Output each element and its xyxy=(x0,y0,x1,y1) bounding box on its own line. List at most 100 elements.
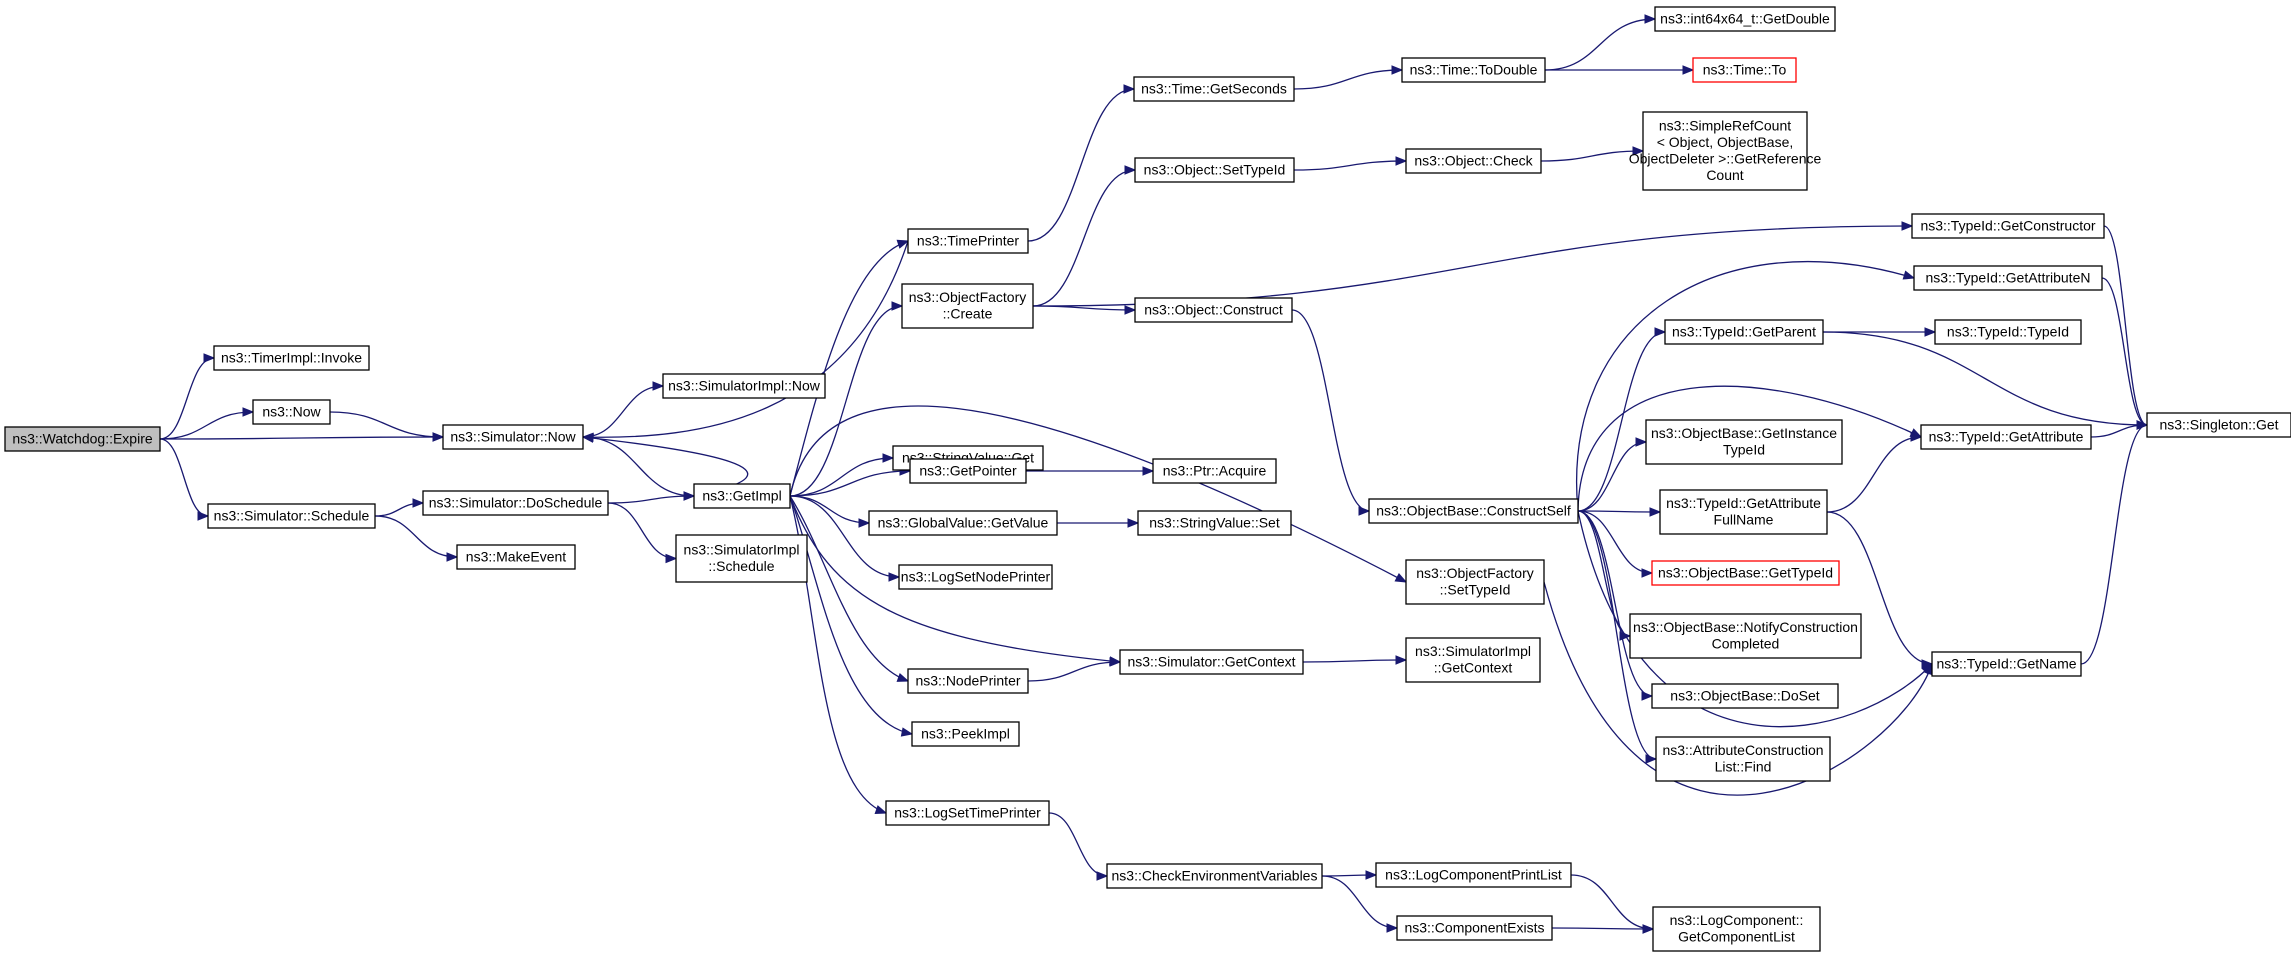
graph-node-typeid_getattribute[interactable]: ns3::TypeId::GetAttribute xyxy=(1920,424,2092,450)
node-box xyxy=(456,544,576,570)
graph-node-logcomponentprintlist[interactable]: ns3::LogComponentPrintList xyxy=(1375,862,1572,888)
node-label: ns3::Time::ToDouble xyxy=(1410,61,1538,77)
arrowhead-time_todouble-to-int64x64_getdouble xyxy=(1644,14,1657,24)
graph-node-object_construct[interactable]: ns3::Object::Construct xyxy=(1134,297,1293,323)
call-edge-objectbase_constructself-to-typeid_getparent xyxy=(1577,331,1666,512)
call-edge-simulator_now-to-simulatorimpl_now xyxy=(582,385,664,438)
graph-node-simulator_doschedule[interactable]: ns3::Simulator::DoSchedule xyxy=(422,490,609,516)
graph-node-objectbase_constructself[interactable]: ns3::ObjectBase::ConstructSelf xyxy=(1368,498,1579,524)
graph-node-typeid_getattributen[interactable]: ns3::TypeId::GetAttributeN xyxy=(1913,265,2103,291)
node-box xyxy=(1692,57,1797,83)
graph-node-logsetnodeprinter[interactable]: ns3::LogSetNodePrinter xyxy=(898,564,1053,590)
graph-node-object_check[interactable]: ns3::Object::Check xyxy=(1405,148,1542,174)
arrowhead-nodeprinter-to-simulator_getcontext xyxy=(1109,657,1122,667)
graph-node-simulatorimpl_now[interactable]: ns3::SimulatorImpl::Now xyxy=(662,373,826,399)
node-label: ns3::Time::To xyxy=(1703,61,1787,77)
node-label: ns3::Ptr::Acquire xyxy=(1163,462,1267,478)
call-edge-getimpl-to-timeprinter xyxy=(789,240,909,497)
graph-node-time_todouble[interactable]: ns3::Time::ToDouble xyxy=(1401,57,1546,83)
graph-node-objectfactory_create[interactable]: ns3::ObjectFactory::Create xyxy=(901,283,1034,329)
graph-node-objectbase_notifyconstructioncompleted[interactable]: ns3::ObjectBase::NotifyConstructionCompl… xyxy=(1629,613,1862,659)
node-label: ns3::LogSetTimePrinter xyxy=(894,804,1041,820)
node-label: ns3::ObjectBase::ConstructSelf xyxy=(1376,502,1571,518)
call-edge-watchdog_expire-to-now xyxy=(159,411,254,440)
call-edge-now-to-simulator_now xyxy=(329,411,444,438)
graph-node-componentexists[interactable]: ns3::ComponentExists xyxy=(1396,915,1553,941)
graph-node-typeid_getparent[interactable]: ns3::TypeId::GetParent xyxy=(1664,319,1824,345)
graph-node-getpointer[interactable]: ns3::GetPointer xyxy=(909,458,1027,484)
call-edge-objectbase_constructself-to-typeid_getname xyxy=(1577,510,1933,728)
graph-node-singleton_get[interactable]: ns3::Singleton::Get xyxy=(2146,412,2291,438)
graph-node-simulator_schedule[interactable]: ns3::Simulator::Schedule xyxy=(207,503,376,529)
graph-node-logsettimeprinter[interactable]: ns3::LogSetTimePrinter xyxy=(885,800,1050,826)
node-box xyxy=(1651,560,1840,586)
graph-node-simulatorimpl_getcontext[interactable]: ns3::SimulatorImpl::GetContext xyxy=(1405,637,1541,683)
call-edge-getimpl-to-stringvalue_get xyxy=(789,457,894,497)
node-box xyxy=(1119,649,1304,675)
node-box xyxy=(1931,651,2082,677)
graph-node-now[interactable]: ns3::Now xyxy=(252,399,331,425)
graph-node-timerimpl_invoke[interactable]: ns3::TimerImpl::Invoke xyxy=(213,345,370,371)
graph-node-simulator_getcontext[interactable]: ns3::Simulator::GetContext xyxy=(1119,649,1304,675)
node-label: GetComponentList xyxy=(1678,929,1795,945)
arrowhead-typeid_getattributefullname-to-typeid_getname xyxy=(1921,659,1934,669)
node-label: ns3::LogSetNodePrinter xyxy=(901,568,1051,584)
graph-node-timeprinter[interactable]: ns3::TimePrinter xyxy=(907,228,1029,254)
graph-node-typeid_getname[interactable]: ns3::TypeId::GetName xyxy=(1931,651,2082,677)
graph-node-logcomponent_getcomponentlist[interactable]: ns3::LogComponent::GetComponentList xyxy=(1652,906,1821,952)
graph-node-watchdog_expire[interactable]: ns3::Watchdog::Expire xyxy=(4,426,161,452)
arrowhead-getimpl-to-globalvalue_getvalue xyxy=(858,518,871,528)
node-label: ns3::SimulatorImpl xyxy=(1415,643,1531,659)
graph-node-typeid_typeid[interactable]: ns3::TypeId::TypeId xyxy=(1934,319,2082,345)
node-label: ns3::ObjectBase::NotifyConstruction xyxy=(1633,619,1858,635)
graph-node-simulatorimpl_schedule[interactable]: ns3::SimulatorImpl::Schedule xyxy=(675,534,808,583)
node-label: ::Create xyxy=(943,306,993,322)
graph-node-checkenvironmentvariables[interactable]: ns3::CheckEnvironmentVariables xyxy=(1106,863,1323,889)
call-edge-watchdog_expire-to-simulator_schedule xyxy=(159,438,209,517)
node-box xyxy=(1134,297,1293,323)
graph-node-time_to[interactable]: ns3::Time::To xyxy=(1692,57,1797,83)
graph-node-peekimpl[interactable]: ns3::PeekImpl xyxy=(911,721,1020,747)
node-label: ::Schedule xyxy=(708,558,774,574)
graph-node-ptr_acquire[interactable]: ns3::Ptr::Acquire xyxy=(1152,458,1277,484)
arrowhead-getimpl-to-timeprinter xyxy=(896,239,910,249)
graph-node-getimpl[interactable]: ns3::GetImpl xyxy=(693,483,791,509)
node-box xyxy=(1659,489,1828,535)
arrowhead-objectfactory_create-to-object_construct xyxy=(1124,305,1137,315)
call-edge-componentexists-to-logcomponent_getcomponentlist xyxy=(1551,927,1654,930)
node-box xyxy=(1405,148,1542,174)
graph-node-object_settypeid[interactable]: ns3::Object::SetTypeId xyxy=(1134,157,1295,183)
arrowhead-getpointer-to-ptr_acquire xyxy=(1142,466,1155,476)
node-box xyxy=(1137,510,1292,536)
graph-node-makeevent[interactable]: ns3::MakeEvent xyxy=(456,544,576,570)
graph-node-globalvalue_getvalue[interactable]: ns3::GlobalValue::GetValue xyxy=(868,510,1058,536)
graph-node-time_getseconds[interactable]: ns3::Time::GetSeconds xyxy=(1133,76,1295,102)
arrowhead-simulator_schedule-to-makeevent xyxy=(446,552,459,562)
node-box xyxy=(675,534,808,583)
node-box xyxy=(1396,915,1553,941)
graph-node-typeid_getconstructor[interactable]: ns3::TypeId::GetConstructor xyxy=(1911,213,2105,239)
graph-node-objectbase_gettypeid[interactable]: ns3::ObjectBase::GetTypeId xyxy=(1651,560,1840,586)
graph-node-stringvalue_set[interactable]: ns3::StringValue::Set xyxy=(1137,510,1292,536)
graph-node-nodeprinter[interactable]: ns3::NodePrinter xyxy=(907,668,1029,694)
arrowhead-getimpl-to-nodeprinter xyxy=(896,672,910,682)
graph-node-simplerefcount_getreferencecount[interactable]: ns3::SimpleRefCount< Object, ObjectBase,… xyxy=(1629,111,1822,191)
call-edge-objectfactory_create-to-object_settypeid xyxy=(1032,169,1136,307)
node-label: ns3::LogComponentPrintList xyxy=(1385,866,1562,882)
node-label: ns3::AttributeConstruction xyxy=(1662,742,1823,758)
graph-node-int64x64_getdouble[interactable]: ns3::int64x64_t::GetDouble xyxy=(1654,6,1836,32)
call-edge-time_todouble-to-int64x64_getdouble xyxy=(1544,18,1656,71)
node-label: ns3::Singleton::Get xyxy=(2159,416,2278,432)
call-edge-object_construct-to-objectbase_constructself xyxy=(1291,309,1370,512)
call-edge-typeid_getname-to-singleton_get xyxy=(2080,424,2148,665)
node-box xyxy=(1934,319,2082,345)
node-label: Completed xyxy=(1712,636,1780,652)
graph-node-objectbase_doset[interactable]: ns3::ObjectBase::DoSet xyxy=(1651,683,1839,709)
node-box xyxy=(1911,213,2105,239)
graph-node-objectfactory_settypeid[interactable]: ns3::ObjectFactory::SetTypeId xyxy=(1405,559,1545,605)
graph-node-simulator_now[interactable]: ns3::Simulator::Now xyxy=(442,424,584,450)
node-box xyxy=(213,345,370,371)
